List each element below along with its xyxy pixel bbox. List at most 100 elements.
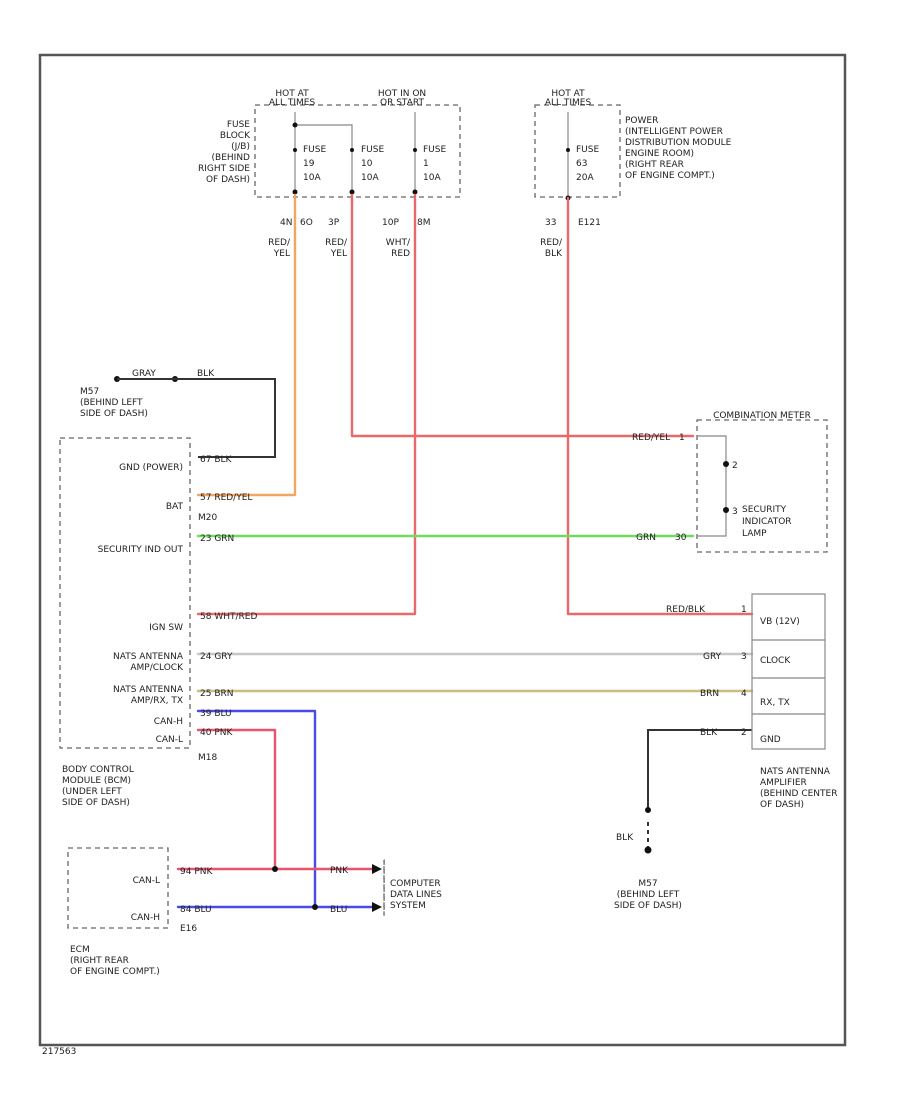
nats-antenna-amp: VB (12V) CLOCK RX, TX GND RED/BLK 1 GRY …	[666, 593, 837, 810]
ecm-location-1: ECM	[70, 945, 90, 955]
fuse-10-number: 10	[361, 159, 373, 169]
wire-nats-red-blk	[566, 196, 754, 616]
bcm-term-clock-name-1: NATS ANTENNA	[113, 652, 184, 662]
can-h-arrow	[372, 902, 382, 912]
wire-label-wht-red-2: RED	[391, 249, 410, 259]
bcm-term-bat-name: BAT	[166, 502, 184, 512]
wire-nats-gnd-blk	[647, 729, 752, 810]
ecm: CAN-L 94 PNK CAN-H 84 BLU E16 ECM (RIGHT…	[67, 847, 213, 977]
fuse-pin-label-8m: 8M	[417, 218, 431, 228]
ecm-location-3: OF ENGINE COMPT.)	[70, 967, 160, 977]
fuse-block-location-4: (BEHIND	[212, 153, 251, 163]
ipdm-location-3: DISTRIBUTION MODULE	[625, 138, 732, 148]
fuse-10-symbol	[350, 148, 354, 152]
ipdm-pin-label-33: 33	[545, 218, 556, 228]
ipdm-hot-2: ALL TIMES	[545, 98, 592, 108]
nats-wire-gry: GRY	[703, 652, 722, 662]
ipdm-location-6: OF ENGINE COMPT.)	[625, 171, 715, 181]
fuse-pin-label-6o: 6O	[300, 218, 313, 228]
ecm-box	[67, 847, 169, 929]
data-link-blu: BLU	[330, 905, 347, 915]
ecm-connector: E16	[180, 924, 197, 934]
fuse-63-symbol	[566, 148, 570, 152]
meter-pin-2: 2	[732, 461, 738, 471]
fuse-19-symbol	[293, 148, 297, 152]
ipdm-location-2: (INTELLIGENT POWER	[625, 127, 723, 137]
wire-label-red-yel-b-2: YEL	[330, 249, 347, 259]
bcm-term-ign-name: IGN SW	[149, 623, 183, 633]
fuse-block: HOT AT ALL TIMES HOT IN ON OR START FUSE…	[198, 89, 461, 259]
nats-wire-red-blk: RED/BLK	[666, 605, 706, 615]
bcm-connector-bottom: M18	[198, 753, 217, 763]
wire-meter-red-yel	[350, 193, 695, 438]
ground-top-location-3: SIDE OF DASH)	[80, 409, 148, 419]
nats-pin-3: 3	[741, 652, 747, 662]
meter-internal-junction-top	[723, 461, 729, 467]
bcm-term-bat-wire: 57 RED/YEL	[200, 493, 252, 503]
fuse-63-rating: 20A	[576, 173, 594, 183]
fuse-10-label: FUSE	[361, 145, 384, 155]
fuse-10-rating: 10A	[361, 173, 379, 183]
bcm: M20 M18 GND (POWER) 67 BLK BAT 57 RED/YE…	[59, 437, 257, 808]
wire-label-red-yel-a-2: YEL	[273, 249, 290, 259]
data-link-label-3: SYSTEM	[390, 901, 426, 911]
combination-meter-title: COMBINATION METER	[713, 411, 811, 421]
meter-wire-grn: GRN	[636, 533, 656, 543]
fuse-pin-label-10p: 10P	[382, 218, 399, 228]
wire-label-red-yel-a-1: RED/	[268, 238, 291, 248]
bcm-term-gnd-name: GND (POWER)	[119, 463, 183, 473]
bcm-term-clock-name-2: AMP/CLOCK	[130, 663, 184, 673]
fuse-block-box	[254, 104, 461, 198]
ground-bottom-wire-color: BLK	[616, 833, 634, 843]
nats-pin-1: 1	[741, 605, 747, 615]
fuse-63-number: 63	[576, 159, 587, 169]
bcm-term-security-name: SECURITY IND OUT	[98, 545, 184, 555]
nats-amp-box	[751, 593, 826, 750]
ecm-wire-pnk: 94 PNK	[180, 867, 213, 877]
fuse-block-location-5: RIGHT SIDE	[198, 164, 250, 174]
nats-term-clock: CLOCK	[760, 656, 791, 666]
bcm-term-can-h-name: CAN-H	[154, 717, 183, 727]
ecm-term-can-h: CAN-H	[131, 913, 160, 923]
bcm-term-can-h-wire: 39 BLU	[200, 709, 232, 719]
nats-location-1: NATS ANTENNA	[760, 767, 831, 777]
fuse-pin-label-3p: 3P	[328, 218, 340, 228]
ecm-location-2: (RIGHT REAR	[70, 956, 129, 966]
figure-id: 217563	[42, 1047, 76, 1057]
ipdm-location-4: ENGINE ROOM)	[625, 149, 694, 159]
ground-top-color-left: GRAY	[132, 369, 156, 379]
meter-pin-3: 3	[732, 507, 738, 517]
data-link-label-1: COMPUTER	[390, 879, 441, 889]
fuse-1-label: FUSE	[423, 145, 446, 155]
wire-label-red-blk-2: BLK	[545, 249, 563, 259]
fuse-block-hot-on-2: OR START	[380, 98, 424, 108]
fuse-block-location-2: BLOCK	[220, 131, 251, 141]
bcm-term-rxtx-name-2: AMP/RX, TX	[131, 696, 183, 706]
security-lamp-label-2: INDICATOR	[742, 517, 792, 527]
wire-label-red-yel-b-1: RED/	[325, 238, 348, 248]
ipdm-pin-label-e121: E121	[578, 218, 601, 228]
ipdm-hot-1: HOT AT	[551, 89, 585, 99]
wire-bat-red-yel	[196, 193, 297, 497]
combination-meter: COMBINATION METER RED/YEL 1 GRN 30 2 3 S…	[632, 411, 828, 553]
combination-meter-box	[696, 419, 828, 553]
nats-amp-dividers	[752, 639, 825, 715]
nats-term-gnd: GND	[760, 735, 781, 745]
nats-pin-2: 2	[741, 728, 747, 738]
security-lamp-label-3: LAMP	[742, 529, 767, 539]
wire-label-wht-red-1: WHT/	[386, 238, 411, 248]
ipdm-location-5: (RIGHT REAR	[625, 160, 684, 170]
bcm-term-clock-wire: 24 GRY	[200, 652, 233, 662]
data-link: PNK BLU COMPUTER DATA LINES SYSTEM	[272, 859, 442, 916]
security-lamp-label-1: SECURITY	[742, 505, 787, 515]
ground-bottom-location-1: M57	[638, 879, 657, 889]
fuse-block-location-3: (J/B)	[231, 142, 250, 152]
bcm-term-ign-wire: 58 WHT/RED	[200, 612, 257, 622]
ground-top-color-right: BLK	[197, 369, 215, 379]
nats-location-4: OF DASH)	[760, 800, 804, 810]
can-l-arrow	[372, 864, 382, 874]
fuse-block-location-6: OF DASH)	[206, 175, 250, 185]
meter-wire-red-yel: RED/YEL	[632, 433, 670, 443]
ipdm-box	[534, 104, 621, 198]
can-l-splice	[272, 866, 278, 872]
